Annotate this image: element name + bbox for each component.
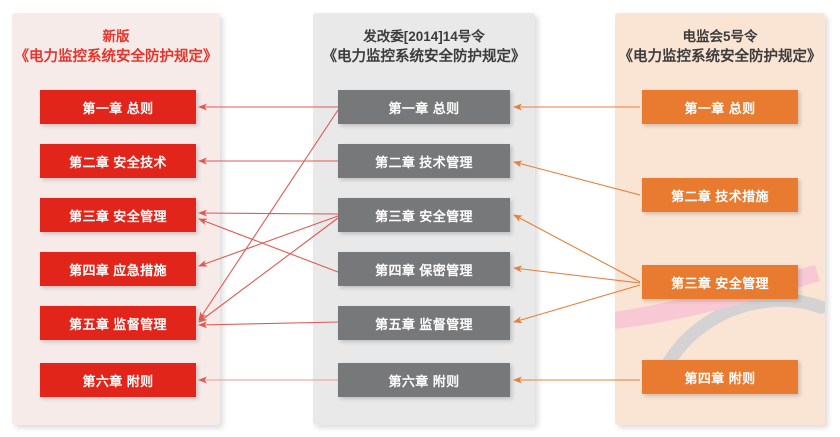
chapter-box-o2[interactable]: 第二章 技术措施	[642, 178, 798, 212]
panel-new-version-title-line2: 《电力监控系统安全防护规定》	[14, 48, 218, 65]
chapter-box-g6[interactable]: 第六章 附则	[338, 363, 510, 397]
panel-serc-order-5: 电监会5号令 《电力监控系统安全防护规定》 第一章 总则 第二章 技术措施 第三…	[615, 13, 825, 425]
chapter-box-g2[interactable]: 第二章 技术管理	[338, 144, 510, 178]
panel-new-version: 新版 《电力监控系统安全防护规定》 第一章 总则 第二章 安全技术 第三章 安全…	[12, 13, 220, 425]
chapter-box-r3[interactable]: 第三章 安全管理	[40, 198, 196, 232]
chapter-box-g5-label: 第五章 监督管理	[375, 316, 473, 332]
chapter-box-o1[interactable]: 第一章 总则	[642, 90, 798, 124]
panel-ndrc-2014-14-title: 发改委[2014]14号令 《电力监控系统安全防护规定》	[313, 27, 535, 68]
chapter-box-g4-label: 第四章 保密管理	[375, 262, 473, 278]
chapter-box-o2-label: 第二章 技术措施	[671, 188, 769, 204]
chapter-box-o1-label: 第一章 总则	[684, 100, 756, 116]
chapter-box-r5[interactable]: 第五章 监督管理	[40, 306, 196, 340]
panel-ndrc-2014-14: 发改委[2014]14号令 《电力监控系统安全防护规定》 第一章 总则 第二章 …	[313, 13, 535, 425]
chapter-box-r6[interactable]: 第六章 附则	[40, 363, 196, 397]
chapter-box-r5-label: 第五章 监督管理	[69, 316, 167, 332]
chapter-box-g3-label: 第三章 安全管理	[375, 208, 473, 224]
panel-ndrc-2014-14-title-line2: 《电力监控系统安全防护规定》	[322, 48, 526, 65]
panel-new-version-title: 新版 《电力监控系统安全防护规定》	[12, 27, 220, 68]
chapter-box-g3[interactable]: 第三章 安全管理	[338, 198, 510, 232]
chapter-box-g1-label: 第一章 总则	[388, 100, 460, 116]
chapter-box-g6-label: 第六章 附则	[388, 373, 460, 389]
panel-serc-order-5-title-line1: 电监会5号令	[682, 29, 758, 44]
chapter-box-g4[interactable]: 第四章 保密管理	[338, 252, 510, 286]
chapter-box-r4-label: 第四章 应急措施	[69, 262, 167, 278]
panel-serc-order-5-title: 电监会5号令 《电力监控系统安全防护规定》	[615, 27, 825, 68]
chapter-box-o3-label: 第三章 安全管理	[671, 275, 769, 291]
chapter-box-r2[interactable]: 第二章 安全技术	[40, 144, 196, 178]
chapter-box-r1[interactable]: 第一章 总则	[40, 90, 196, 124]
chapter-box-r1-label: 第一章 总则	[82, 100, 154, 116]
panel-new-version-title-line1: 新版	[102, 29, 130, 44]
chapter-box-r2-label: 第二章 安全技术	[69, 154, 167, 170]
chapter-box-o4[interactable]: 第四章 附则	[642, 360, 798, 394]
chapter-box-g2-label: 第二章 技术管理	[375, 154, 473, 170]
chapter-box-r3-label: 第三章 安全管理	[69, 208, 167, 224]
chapter-box-o4-label: 第四章 附则	[684, 370, 756, 386]
chapter-box-g5[interactable]: 第五章 监督管理	[338, 306, 510, 340]
panel-serc-order-5-title-line2: 《电力监控系统安全防护规定》	[618, 48, 822, 65]
chapter-box-r4[interactable]: 第四章 应急措施	[40, 252, 196, 286]
chapter-box-r6-label: 第六章 附则	[82, 373, 154, 389]
panel-ndrc-2014-14-title-line1: 发改委[2014]14号令	[363, 29, 485, 44]
chapter-box-o3[interactable]: 第三章 安全管理	[642, 265, 798, 299]
chapter-box-g1[interactable]: 第一章 总则	[338, 90, 510, 124]
